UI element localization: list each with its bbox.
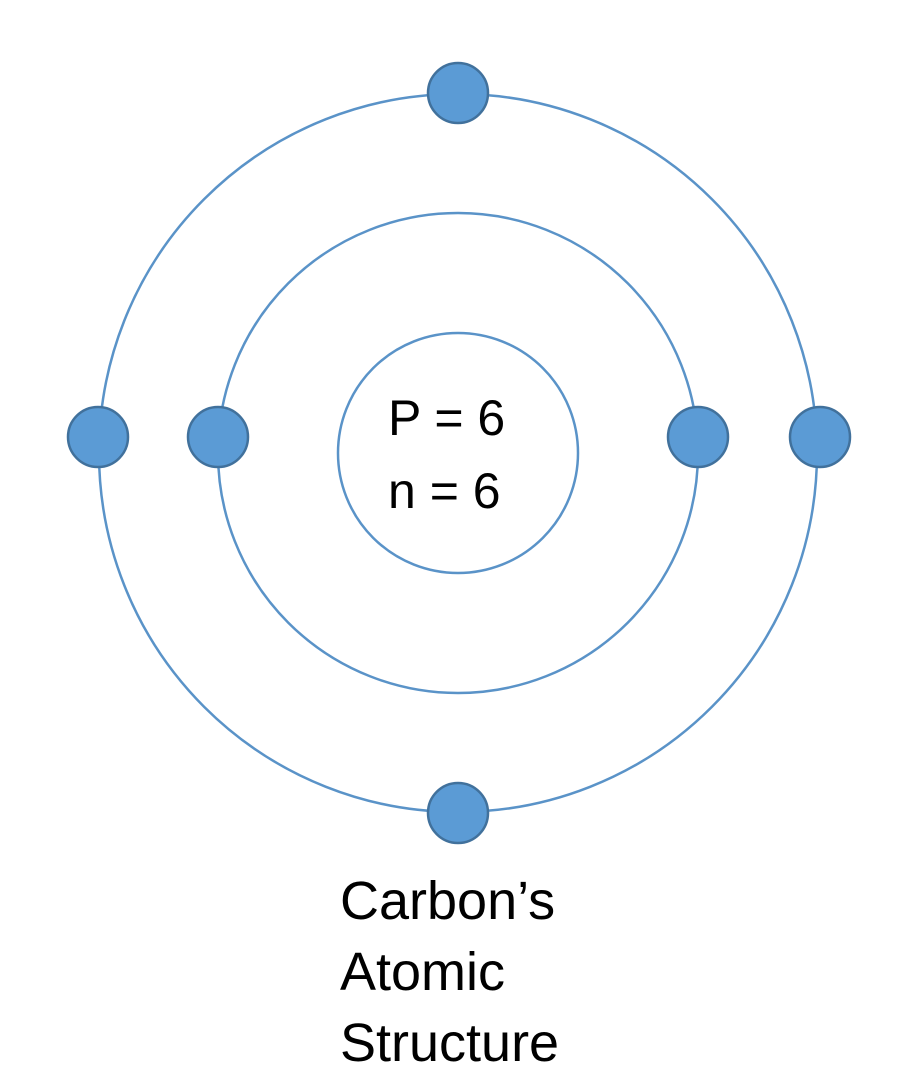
neutrons-label: n = 6	[388, 463, 501, 519]
electron-outer-bottom	[426, 781, 490, 845]
electron-inner-right	[666, 405, 730, 469]
protons-label: P = 6	[388, 390, 505, 446]
caption-line-1: Carbon’s	[340, 871, 556, 931]
electron-outer-top	[426, 61, 490, 125]
electron-outer-right	[788, 405, 852, 469]
diagram-caption: Carbon’s Atomic Structure	[340, 866, 760, 1079]
nucleus	[336, 331, 580, 575]
electron-outer-left	[66, 405, 130, 469]
electron-inner-left	[186, 405, 250, 469]
caption-line-3: Structure	[340, 1013, 560, 1073]
caption-line-2: Atomic	[340, 942, 506, 1002]
